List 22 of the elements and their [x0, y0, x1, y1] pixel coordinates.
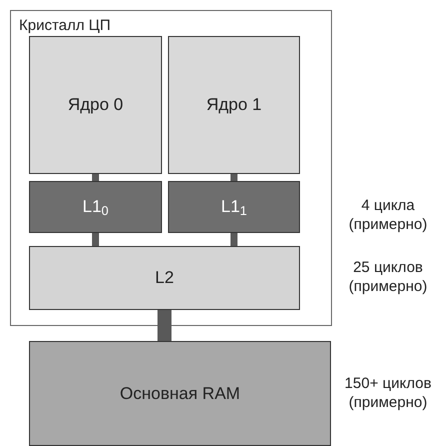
latency-note: 25 циклов (примерно): [348, 258, 428, 296]
memory-box: [29, 341, 331, 446]
connector-bar: [230, 233, 238, 246]
box-label: L2: [155, 267, 174, 290]
latency-note: 150+ циклов (примерно): [344, 374, 432, 412]
cache-box: [29, 181, 162, 233]
cache-box: [168, 181, 300, 233]
core-box: [168, 36, 300, 174]
core-box: [29, 36, 162, 174]
box-label: L1$_{0}$: [82, 196, 108, 220]
latency-note: 4 цикла (примерно): [348, 196, 428, 234]
box-label: Основная RAM: [120, 382, 240, 405]
chip-container: [10, 10, 332, 326]
connector-bar: [92, 174, 99, 181]
cache-box: [29, 246, 300, 310]
container-title: Кристалл ЦП: [19, 16, 111, 36]
box-label: Ядро 0: [68, 94, 124, 116]
box-label: L1$_{1}$: [220, 196, 247, 220]
connector-bar: [230, 174, 238, 181]
connector-bar: [92, 233, 99, 246]
box-label: Ядро 1: [206, 94, 262, 116]
connector-bar: [158, 310, 172, 341]
